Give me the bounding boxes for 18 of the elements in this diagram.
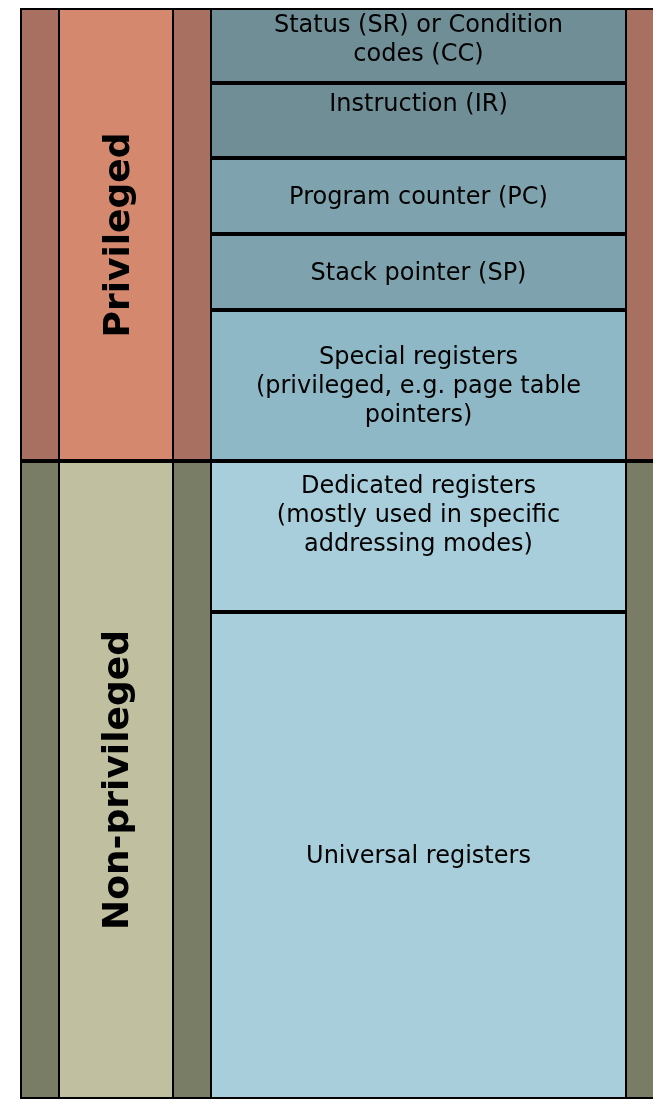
band-label: Privileged: [98, 132, 134, 337]
privilege-band: [58, 461, 174, 1099]
register-label: Universal registers: [306, 841, 531, 870]
register-box: [210, 158, 627, 234]
register-label: Dedicated registers (mostly used in specific addressing modes): [275, 471, 562, 558]
register-box: [210, 461, 627, 612]
register-label: Program counter (PC): [289, 181, 548, 211]
register-box: [210, 8, 627, 83]
register-label: Special registers (privileged, e.g. page table pointers): [254, 342, 583, 429]
register-box: [210, 234, 627, 310]
register-box: [210, 612, 627, 1099]
register-box: [210, 83, 627, 158]
register-label: Status (SR) or Condition codes (CC): [272, 10, 565, 68]
register-label: Stack pointer (SP): [310, 257, 527, 287]
band-label: Non-privileged: [98, 630, 134, 930]
register-label: Instruction (IR): [329, 89, 508, 118]
privilege-band: [58, 8, 174, 461]
register-box: [210, 310, 627, 461]
